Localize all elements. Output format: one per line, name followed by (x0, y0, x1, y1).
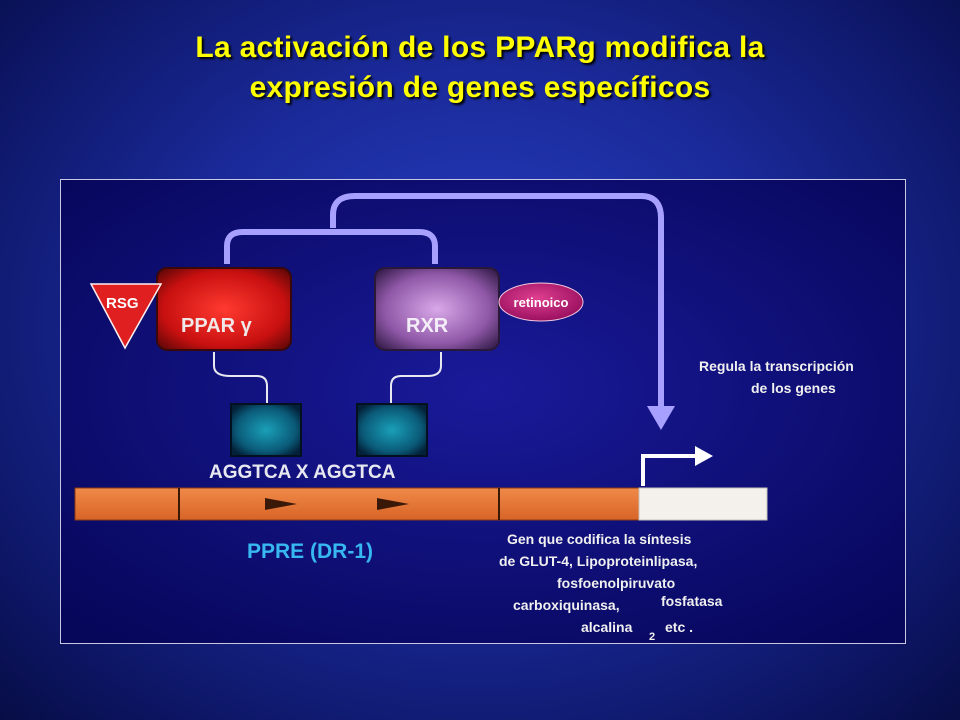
ppre-label: PPRE (DR-1) (247, 540, 373, 563)
dna-direction-arrow-1 (265, 498, 297, 510)
heterodimer-bracket (224, 229, 438, 264)
figure-background (61, 180, 905, 643)
slide-title-line-1: La activación de los PPARg modifica la (195, 31, 765, 64)
sequence-label: AGGTCA X AGGTCA (209, 462, 396, 483)
gene-region-segment (638, 487, 768, 521)
figure-svg: PPAR γ RSG RXR retinoico AGGTCA X AGGTCA… (61, 180, 905, 643)
rxr-connector (390, 352, 442, 404)
gene-line-5b: etc . (665, 619, 693, 635)
ppar-gamma-box (156, 267, 292, 351)
activation-arrowhead (647, 406, 675, 430)
regula-line-2: de los genes (751, 380, 836, 396)
transcription-start-arrow (641, 454, 701, 486)
dna-direction-arrow-2 (377, 498, 409, 510)
activation-arrow-path (330, 193, 664, 408)
rxr-box (374, 267, 500, 351)
retinoico-label: retinoico (514, 295, 569, 310)
gene-line-1: Gen que codifica la síntesis (507, 531, 692, 547)
retinoico-ellipse (498, 282, 584, 322)
rsg-label: RSG (106, 295, 139, 312)
gene-line-2: de GLUT-4, Lipoproteinlipasa, (499, 553, 697, 569)
gene-line-5a: alcalina (581, 619, 633, 635)
transcription-start-arrowhead (695, 446, 713, 466)
gene-line-4b: fosfatasa (661, 593, 723, 609)
slide-title-line-2: expresión de genes específicos (249, 71, 711, 104)
gene-line-4a: carboxiquinasa, (513, 597, 620, 613)
ppre-dna-segment (74, 487, 642, 521)
response-element-1 (230, 403, 302, 457)
rxr-label: RXR (406, 315, 449, 337)
gene-line-5-subscript: 2 (649, 631, 655, 643)
pparg-mechanism-figure: PPAR γ RSG RXR retinoico AGGTCA X AGGTCA… (60, 179, 906, 644)
ppar-connector (213, 352, 268, 404)
slide-title: La activación de los PPARg modifica la e… (0, 28, 960, 108)
ppar-gamma-label: PPAR γ (181, 315, 253, 337)
response-element-2 (356, 403, 428, 457)
regula-line-1: Regula la transcripción (699, 358, 854, 374)
rsg-triangle (89, 283, 163, 350)
gene-line-3: fosfoenolpiruvato (557, 575, 675, 591)
